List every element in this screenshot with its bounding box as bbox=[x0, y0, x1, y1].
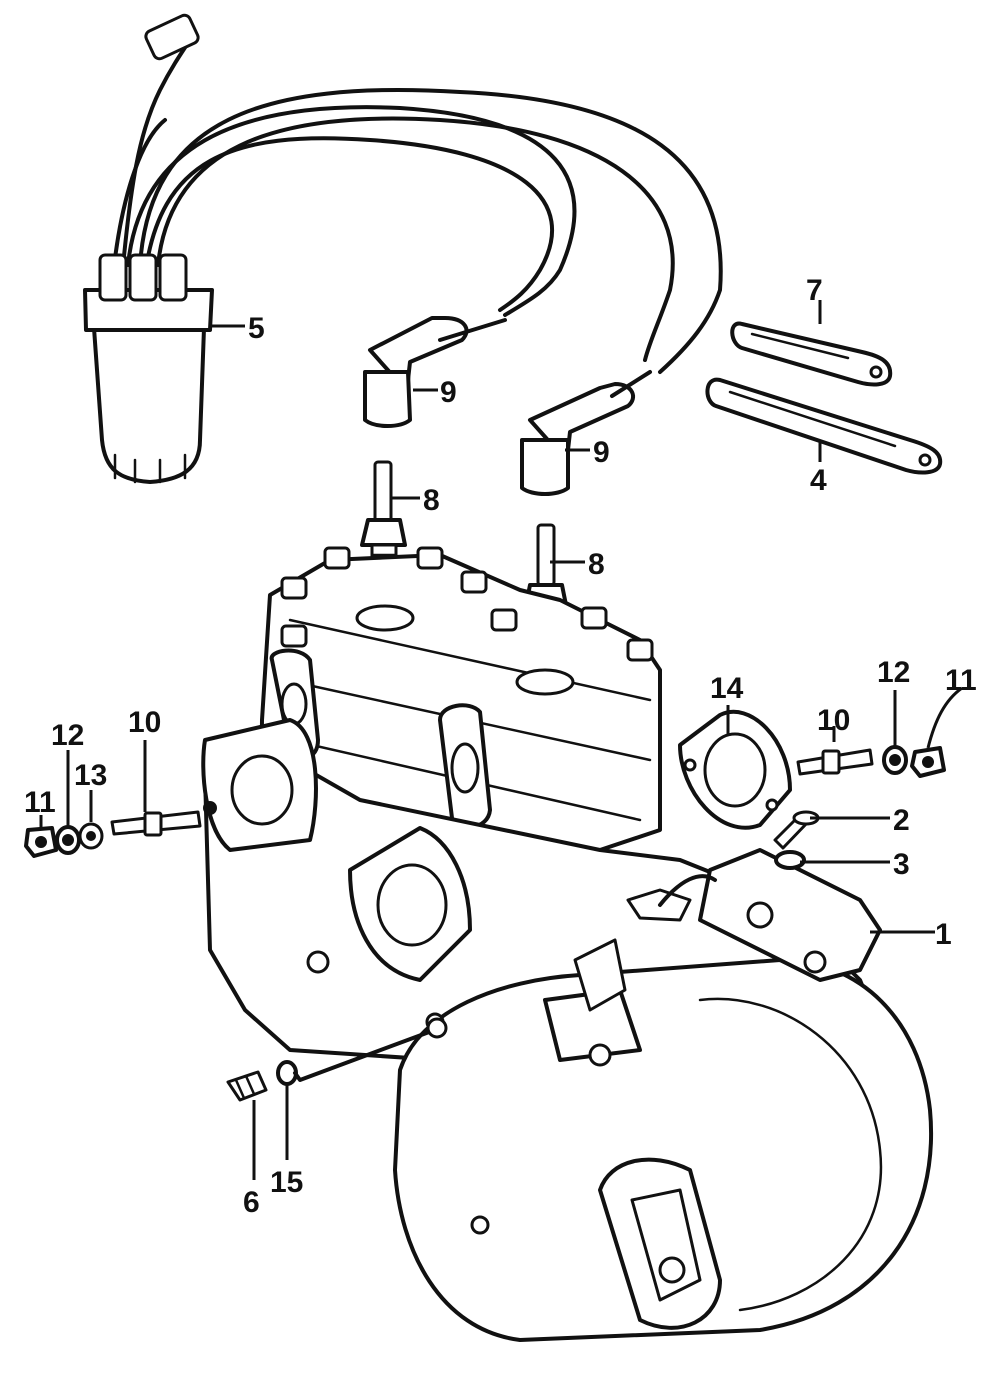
callout-6: 6 bbox=[243, 1186, 260, 1219]
callout-10-right: 10 bbox=[817, 704, 850, 737]
clamp-plate-4 bbox=[705, 377, 943, 475]
screw-and-washer bbox=[773, 810, 820, 870]
spark-plug-cap-right bbox=[520, 370, 652, 496]
clamp-plate-7 bbox=[730, 321, 893, 387]
callout-9-left: 9 bbox=[440, 376, 457, 409]
callout-15: 15 bbox=[270, 1166, 303, 1199]
callout-11-left: 11 bbox=[24, 786, 56, 819]
drain-bolt bbox=[226, 1017, 448, 1102]
callout-4: 4 bbox=[810, 464, 827, 497]
left-stud-assembly bbox=[24, 810, 202, 858]
ignition-coil bbox=[83, 13, 723, 484]
right-stud-assembly bbox=[796, 745, 946, 778]
callout-8-right: 8 bbox=[588, 548, 605, 581]
callout-10-left: 10 bbox=[128, 706, 161, 739]
callout-3: 3 bbox=[893, 848, 910, 881]
callout-8-left: 8 bbox=[423, 484, 440, 517]
callout-1: 1 bbox=[935, 918, 952, 951]
callout-12-right: 12 bbox=[877, 656, 910, 689]
head-bolts bbox=[280, 546, 654, 662]
callout-7: 7 bbox=[806, 274, 823, 307]
callout-9-right: 9 bbox=[593, 436, 610, 469]
leader-lines bbox=[39, 300, 963, 1180]
callout-labels: 1 2 3 4 5 6 7 8 8 9 9 10 10 11 11 12 12 … bbox=[24, 274, 977, 1219]
callout-11-right: 11 bbox=[945, 664, 977, 697]
callout-14: 14 bbox=[710, 672, 744, 705]
callout-5: 5 bbox=[248, 312, 265, 345]
spark-plug-cap-left bbox=[363, 316, 507, 428]
callout-2: 2 bbox=[893, 804, 910, 837]
engine-block bbox=[201, 546, 933, 1342]
callout-12-left: 12 bbox=[51, 719, 84, 752]
callout-13: 13 bbox=[74, 759, 107, 792]
gasket bbox=[678, 709, 792, 830]
